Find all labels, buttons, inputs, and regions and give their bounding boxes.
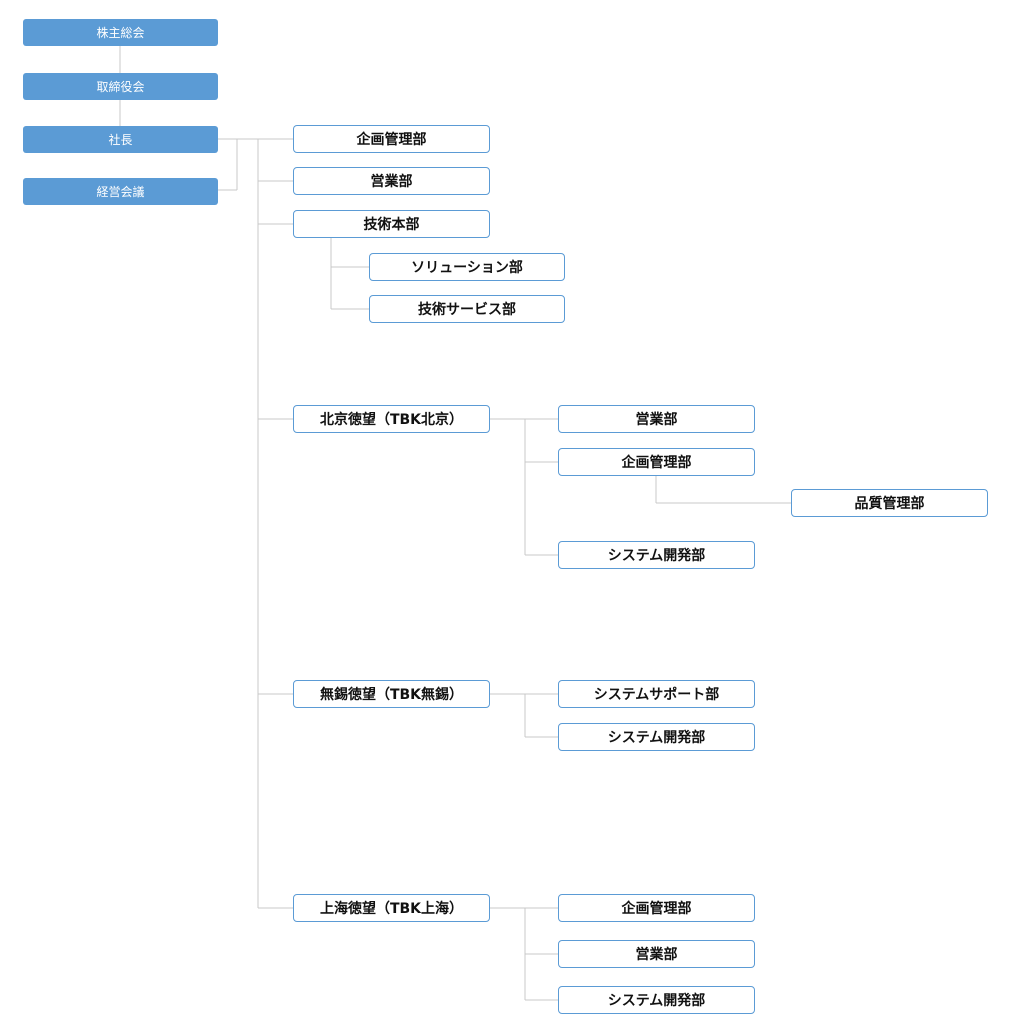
shanghai-subsidiary-node: 上海徳望（TBK上海）	[293, 894, 490, 922]
shanghai-planning-dept-node: 企画管理部	[558, 894, 755, 922]
beijing-sales-dept-node: 営業部	[558, 405, 755, 433]
hq-planning-dept-node: 企画管理部	[293, 125, 490, 153]
tech-service-dept-node: 技術サービス部	[369, 295, 565, 323]
shanghai-system-dev-dept-node: システム開発部	[558, 986, 755, 1014]
technology-hq-node: 技術本部	[293, 210, 490, 238]
wuxi-system-support-dept-node: システムサポート部	[558, 680, 755, 708]
beijing-quality-dept-node: 品質管理部	[791, 489, 988, 517]
board-of-directors-node: 取締役会	[23, 73, 218, 100]
solutions-dept-node: ソリューション部	[369, 253, 565, 281]
wuxi-system-dev-dept-node: システム開発部	[558, 723, 755, 751]
beijing-planning-dept-node: 企画管理部	[558, 448, 755, 476]
shareholders-meeting-node: 株主総会	[23, 19, 218, 46]
wuxi-subsidiary-node: 無錫徳望（TBK無錫）	[293, 680, 490, 708]
beijing-subsidiary-node: 北京徳望（TBK北京）	[293, 405, 490, 433]
president-node: 社長	[23, 126, 218, 153]
hq-sales-dept-node: 営業部	[293, 167, 490, 195]
shanghai-sales-dept-node: 営業部	[558, 940, 755, 968]
management-council-node: 経営会議	[23, 178, 218, 205]
beijing-system-dev-dept-node: システム開発部	[558, 541, 755, 569]
